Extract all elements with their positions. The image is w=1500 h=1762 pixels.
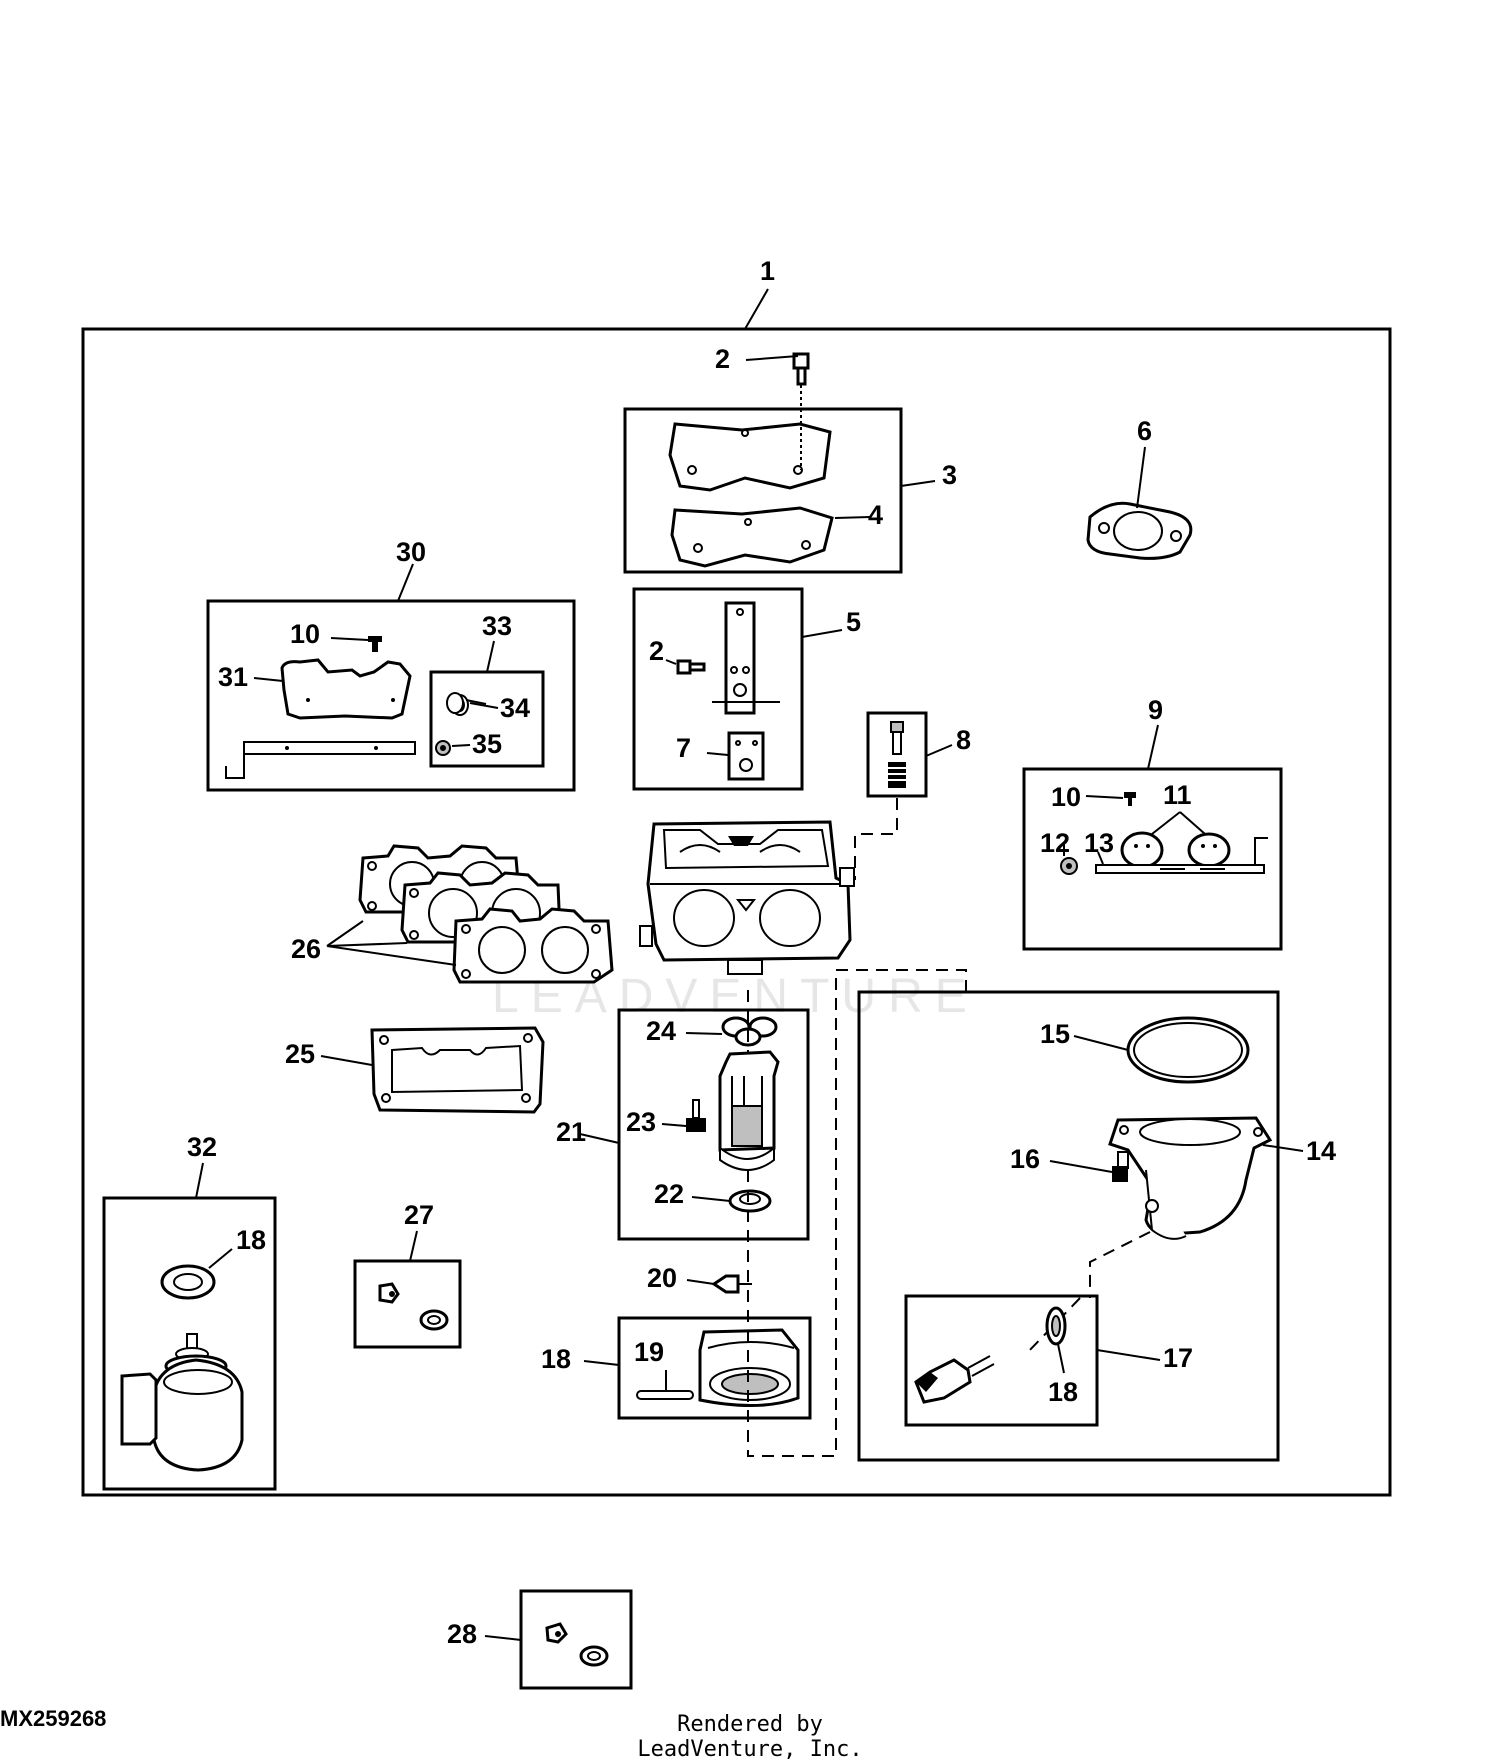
kit-5-box [632, 587, 804, 791]
washer-part[interactable] [1045, 1306, 1067, 1346]
callout-16[interactable]: 16 [1010, 1144, 1040, 1174]
callout-31[interactable]: 31 [218, 662, 248, 692]
callout-8[interactable]: 8 [956, 725, 971, 755]
footer-credit: Rendered by LeadVenture, Inc. [637, 1712, 863, 1762]
callout-33[interactable]: 33 [482, 611, 512, 641]
callout-10[interactable]: 10 [1051, 782, 1081, 812]
callout-19[interactable]: 18 [541, 1344, 571, 1374]
callout-20[interactable]: 19 [634, 1337, 664, 1367]
callout-11[interactable]: 11 [1163, 780, 1192, 810]
carburetor-body-part[interactable] [639, 820, 855, 975]
callout-14[interactable]: 14 [1306, 1136, 1336, 1166]
plate-part[interactable] [280, 658, 412, 720]
callout-18[interactable]: 18 [236, 1225, 266, 1255]
diagram-id-label: MX259268 [0, 1706, 107, 1731]
kit-28-box [353, 1259, 462, 1349]
kit-3-box [623, 407, 903, 574]
diaphragm-part[interactable] [1120, 831, 1164, 869]
lever-part[interactable] [1095, 837, 1268, 874]
float-bowl-part[interactable] [698, 1328, 800, 1408]
gasket-part[interactable] [370, 1026, 545, 1114]
callout-23[interactable]: 22 [654, 1179, 684, 1209]
kit-17-box [904, 1294, 1099, 1427]
washer-part[interactable] [160, 1264, 216, 1300]
screw-part[interactable] [1112, 1151, 1129, 1182]
callout-24[interactable]: 23 [626, 1107, 656, 1137]
screw-part[interactable] [545, 1622, 568, 1644]
callout-12[interactable]: 12 [1040, 828, 1070, 858]
spring-part[interactable] [446, 692, 487, 716]
pin-part[interactable] [636, 1390, 694, 1400]
throttle-body-part[interactable] [1108, 1116, 1273, 1240]
carburetor-assembly-frame [81, 327, 1392, 1497]
callout-4[interactable]: 4 [868, 500, 883, 530]
callout-3[interactable]: 3 [942, 460, 957, 490]
needle-valve-part[interactable] [888, 721, 906, 788]
callout-7[interactable]: 7 [676, 733, 691, 763]
callout-9[interactable]: 9 [1148, 695, 1163, 725]
fuel-bowl-part[interactable] [718, 1050, 780, 1171]
screw-part[interactable] [378, 1282, 400, 1304]
lever-part[interactable] [225, 741, 416, 779]
callout-29[interactable]: 28 [447, 1619, 477, 1649]
fuel-needle-part[interactable] [711, 1274, 752, 1294]
screw-part[interactable] [792, 352, 810, 386]
nut-part[interactable] [435, 740, 451, 756]
kit-30-box [206, 599, 576, 792]
heat-shield-part[interactable] [668, 422, 832, 492]
callout-26[interactable]: 25 [285, 1039, 315, 1069]
callout-17[interactable]: 17 [1163, 1343, 1193, 1373]
screw-part[interactable] [676, 659, 706, 675]
kit-32-box [102, 1196, 277, 1491]
nut-part[interactable] [1060, 857, 1078, 875]
solenoid-part[interactable] [914, 1355, 995, 1404]
callout-15[interactable]: 15 [1040, 1019, 1070, 1049]
bracket-part[interactable] [712, 601, 780, 715]
o-ring-part[interactable] [1126, 1016, 1250, 1084]
kit-22-box [617, 1008, 810, 1241]
callout-32[interactable]: 32 [187, 1132, 217, 1162]
callout-5[interactable]: 5 [846, 607, 861, 637]
washer-part[interactable] [419, 1309, 449, 1331]
kit-14-box [857, 990, 1280, 1462]
o-ring-part[interactable] [728, 1189, 772, 1213]
screw-part[interactable] [686, 1099, 706, 1132]
kit-19-box [617, 1316, 812, 1420]
kit-9-box [1022, 767, 1283, 951]
callout-2[interactable]: 2 [715, 344, 730, 374]
callout-2b[interactable]: 2 [649, 636, 664, 666]
callout-13[interactable]: 13 [1084, 828, 1114, 858]
callout-27[interactable]: 26 [291, 934, 321, 964]
callout-6[interactable]: 6 [1137, 416, 1152, 446]
float-part[interactable] [721, 1016, 778, 1047]
callout-28[interactable]: 27 [404, 1200, 434, 1230]
kit-8-box [866, 711, 928, 798]
callout-10b[interactable]: 10 [290, 619, 320, 649]
callout-25[interactable]: 24 [646, 1016, 676, 1046]
callout-30[interactable]: 30 [396, 537, 426, 567]
plate-part[interactable] [727, 731, 765, 781]
fuel-solenoid-part[interactable] [120, 1333, 244, 1472]
callout-22[interactable]: 21 [556, 1117, 586, 1147]
callout-34[interactable]: 34 [500, 693, 530, 723]
callout-21[interactable]: 20 [647, 1263, 677, 1293]
kit-29-box [519, 1589, 633, 1690]
callout-35[interactable]: 35 [472, 729, 502, 759]
screw-part[interactable] [368, 636, 382, 652]
gasket-part[interactable] [452, 907, 614, 984]
washer-part[interactable] [579, 1645, 609, 1667]
callout-1[interactable]: 1 [760, 256, 775, 286]
callout-18b[interactable]: 18 [1048, 1377, 1078, 1407]
flange-gasket-part[interactable] [1086, 501, 1193, 560]
screw-part[interactable] [1124, 792, 1136, 806]
gasket-part[interactable] [670, 506, 834, 568]
diaphragm-part[interactable] [1187, 832, 1231, 868]
